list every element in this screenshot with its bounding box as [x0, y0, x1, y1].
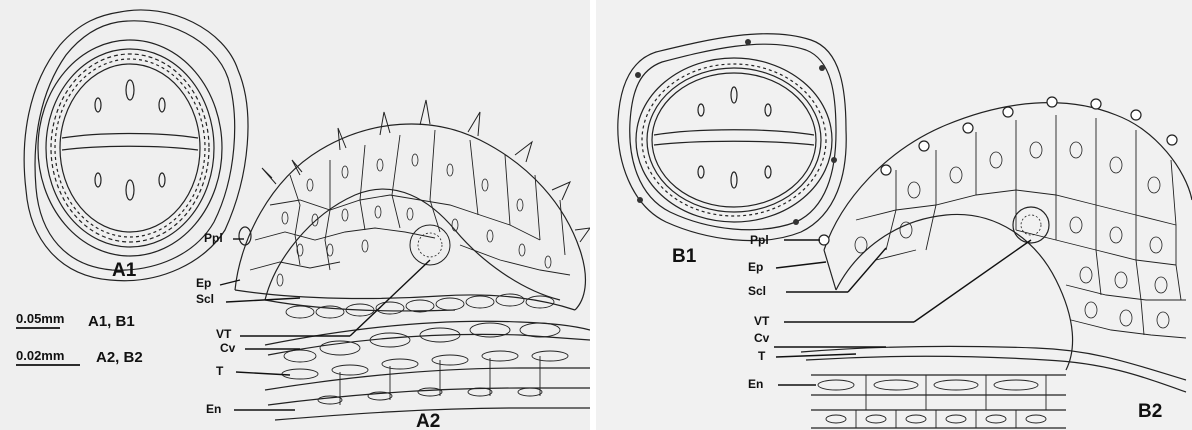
panel-a: A1 A2 Ppl Ep Scl VT Cv T En 0.05mm A1, B…: [0, 0, 590, 430]
scale-value-1: 0.05mm: [16, 312, 64, 325]
label-b-vt: VT: [754, 315, 769, 327]
label-b-ppl: Ppl: [750, 234, 769, 246]
label-b-t: T: [758, 350, 765, 362]
scale-applies-2: A2, B2: [96, 350, 143, 365]
panel-b: B1 B2 Ppl Ep Scl VT Cv T En: [596, 0, 1192, 430]
figure-label-b2: B2: [1138, 402, 1162, 421]
a2-arch-outer: [235, 124, 585, 310]
a2-arch-inner: [265, 189, 560, 300]
label-a-en: En: [206, 403, 221, 415]
figure-label-a1: A1: [112, 261, 136, 280]
figure-label-a2: A2: [416, 412, 440, 430]
b2-vascular-trace: [1013, 207, 1049, 243]
b-leader-ep: [776, 262, 826, 268]
label-b-ep: Ep: [748, 261, 763, 273]
b-leader-t: [776, 354, 856, 357]
label-a-ep: Ep: [196, 277, 211, 289]
label-a-t: T: [216, 365, 223, 377]
panel-a-drawing: [0, 0, 590, 430]
a2-vascular-trace: [410, 225, 450, 265]
a-leader-scl: [226, 298, 300, 302]
label-b-scl: Scl: [748, 285, 766, 297]
b-leader-vt-2: [914, 240, 1031, 322]
a1-septum: [62, 134, 198, 151]
a-leader-ep: [220, 280, 240, 285]
label-b-en: En: [748, 378, 763, 390]
b1-ring-outer: [636, 58, 832, 222]
label-a-cv: Cv: [220, 342, 235, 354]
a1-ring-2: [46, 49, 214, 247]
scale-value-2: 0.02mm: [16, 349, 64, 362]
label-a-vt: VT: [216, 328, 231, 340]
figure-label-b1: B1: [672, 247, 696, 266]
label-a-ppl: Ppl: [204, 232, 223, 244]
a1-ring-outer: [38, 40, 222, 256]
label-a-scl: Scl: [196, 293, 214, 305]
label-b-cv: Cv: [754, 332, 769, 344]
panel-b-drawing: [596, 0, 1192, 430]
scale-applies-1: A1, B1: [88, 314, 135, 329]
b-leader-scl-2: [848, 248, 886, 292]
